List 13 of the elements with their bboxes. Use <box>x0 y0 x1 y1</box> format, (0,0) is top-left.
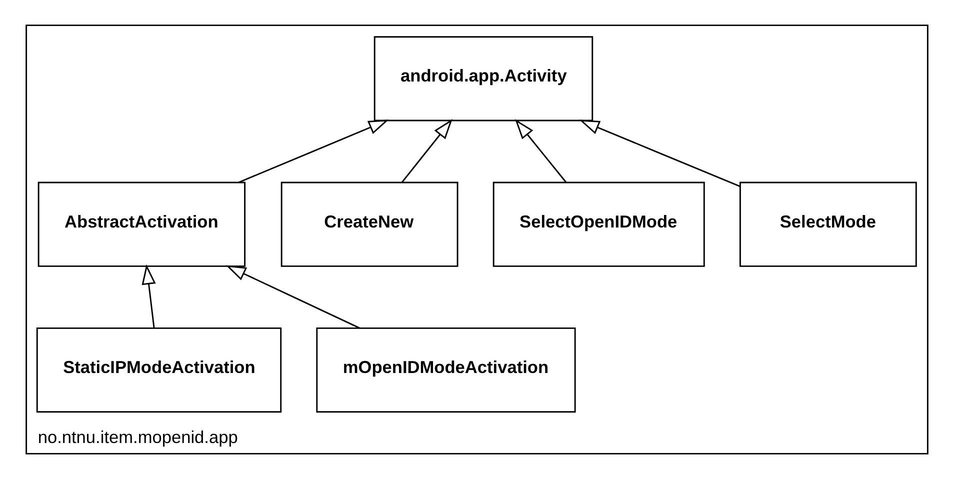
arrow <box>579 120 740 187</box>
node-box: AbstractActivation <box>38 182 246 267</box>
arrow <box>142 264 156 328</box>
node-box: SelectOpenIDMode <box>492 182 705 267</box>
arrow <box>401 119 452 183</box>
node-box: CreateNew <box>280 182 458 267</box>
node-box: SelectMode <box>739 182 917 267</box>
node-box: android.app.Activity <box>374 36 594 122</box>
node-box: mOpenIDModeActivation <box>316 327 576 413</box>
node-box: StaticIPModeActivation <box>36 327 282 413</box>
arrow <box>226 265 360 329</box>
arrow <box>514 119 567 183</box>
arrow <box>238 120 389 184</box>
